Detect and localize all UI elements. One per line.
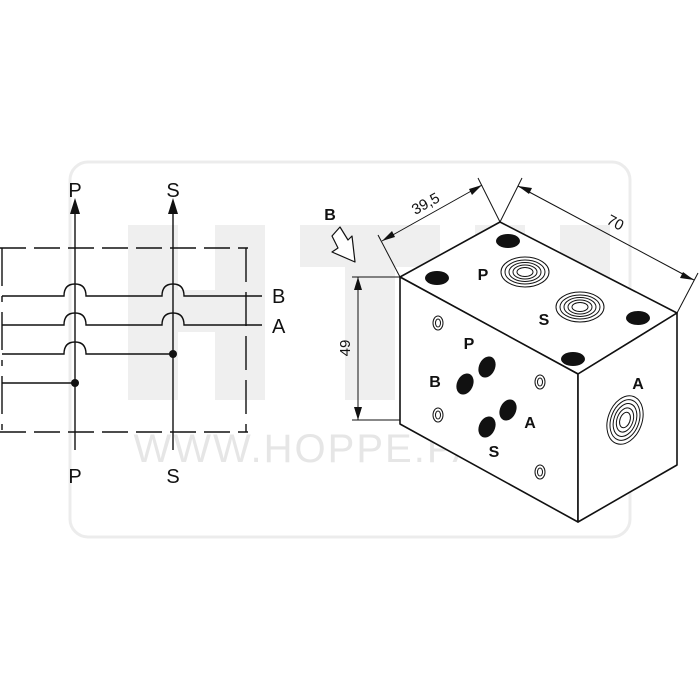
side-port-a-thread	[606, 395, 644, 445]
schematic-label-bottom-s: S	[166, 466, 179, 488]
front-port-s	[478, 416, 496, 438]
front-port-p	[478, 356, 496, 378]
dimension-height: 49	[337, 276, 400, 421]
dimension-height-label: 49	[337, 340, 354, 357]
front-screw-holes	[432, 315, 546, 480]
view-arrow-b	[331, 226, 356, 263]
schematic-line-internal-s	[2, 341, 173, 355]
arrow-head-p	[70, 198, 80, 214]
front-port-label-b: B	[429, 374, 441, 391]
dimension-length: 70	[499, 177, 699, 314]
schematic-label-b: B	[272, 286, 285, 308]
top-bolt-hole	[626, 311, 650, 325]
top-port-p-thread	[500, 256, 550, 288]
schematic-line-a	[2, 312, 262, 326]
front-port-b	[456, 373, 474, 395]
manifold-block: P S P B A S A	[324, 177, 699, 523]
junction-dot-s	[169, 350, 177, 358]
junction-dot-p	[71, 379, 79, 387]
top-port-label-p: P	[478, 267, 489, 284]
side-port-label-a: A	[632, 376, 644, 393]
front-port-label-s: S	[489, 444, 500, 461]
top-bolt-hole	[496, 234, 520, 248]
dimension-width-label: 39,5	[409, 190, 443, 219]
schematic-label-bottom-p: P	[68, 466, 81, 488]
top-port-s-thread	[555, 291, 605, 323]
top-bolt-hole	[561, 352, 585, 366]
front-port-a	[499, 399, 517, 421]
dimension-length-label: 70	[604, 212, 627, 235]
schematic-line-b	[2, 283, 262, 297]
arrow-head-s	[168, 198, 178, 214]
schematic-label-top-p: P	[68, 180, 81, 202]
block-side-face	[577, 312, 678, 523]
schematic-label-top-s: S	[166, 180, 179, 202]
front-port-label-a: A	[524, 415, 536, 432]
top-bolt-hole	[425, 271, 449, 285]
top-port-label-s: S	[539, 312, 550, 329]
view-arrow-label-b: B	[324, 207, 336, 224]
hydraulic-schematic: P S P S B A	[0, 180, 286, 488]
schematic-label-a: A	[272, 316, 286, 338]
front-port-label-p: P	[464, 336, 475, 353]
